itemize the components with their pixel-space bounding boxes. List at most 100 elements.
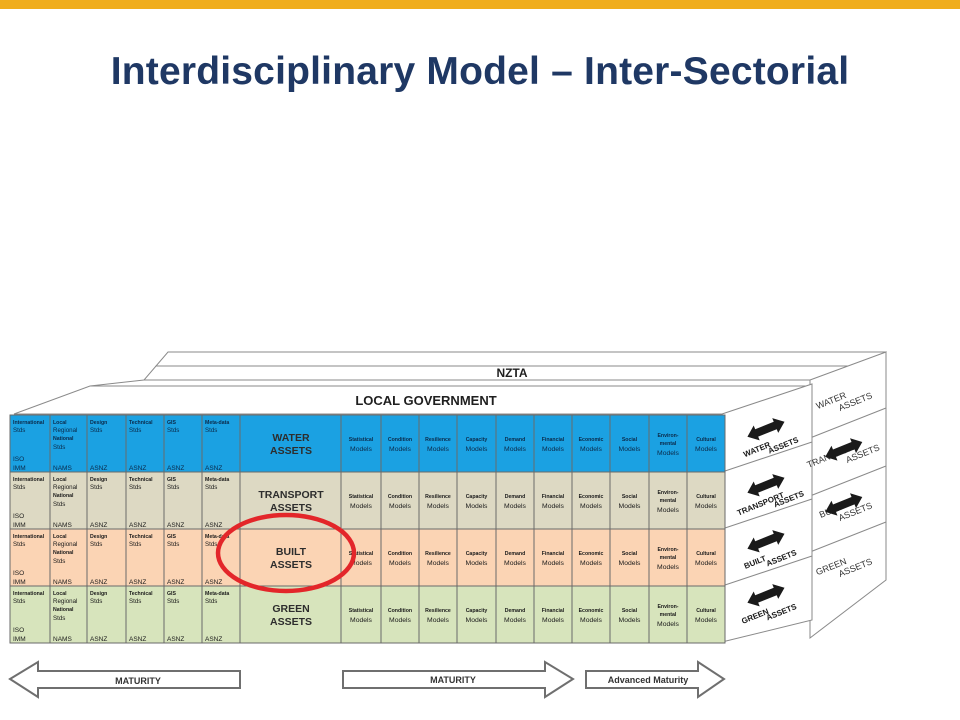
nzta-layer-top (154, 351, 887, 367)
std-head-1: Design (90, 420, 107, 426)
std-head-2: Stds (205, 427, 217, 434)
std-head-1: Technical (129, 591, 153, 597)
model-line-1: Cultural (696, 551, 716, 557)
maturity-arrow-right: Advanced Maturity (585, 660, 726, 699)
std-head-4: Stds (53, 558, 65, 565)
model-line-1: Statistical (349, 608, 374, 614)
std-foot-1: ASNZ (90, 522, 107, 529)
std-foot-1: NAMS (53, 579, 72, 586)
std-head-2: Stds (13, 427, 25, 434)
std-head-3: National (53, 493, 74, 499)
std-foot-2: IMM (13, 522, 26, 529)
double-arrow-icon (747, 530, 785, 553)
model-line-2: Models (542, 503, 565, 510)
model-line-2: Models (350, 446, 373, 453)
model-line-3: Models (657, 507, 680, 514)
model-line-2: Models (619, 503, 642, 510)
model-line-1: Economic (579, 494, 604, 500)
model-line-2: Models (466, 617, 489, 624)
std-head-2: Stds (167, 427, 179, 434)
std-head-2: Regional (53, 484, 77, 491)
std-foot-1: ASNZ (90, 579, 107, 586)
model-line-1: Condition (388, 608, 412, 614)
model-line-2: Models (350, 503, 373, 510)
std-head-3: National (53, 550, 74, 556)
row-transport (9, 471, 726, 530)
model-line-1: Condition (388, 551, 412, 557)
model-line-1: Demand (505, 494, 525, 500)
std-head-2: Stds (167, 598, 179, 605)
model-line-2: Models (427, 617, 450, 624)
maturity-arrow-middle: MATURITY (342, 660, 575, 699)
model-line-2: Models (504, 446, 527, 453)
std-head-1: Technical (129, 534, 153, 540)
std-head-2: Stds (90, 598, 102, 605)
std-head-3: National (53, 607, 74, 613)
std-foot-1: ASNZ (129, 579, 146, 586)
model-line-2: Models (389, 503, 412, 510)
std-head-2: Regional (53, 541, 77, 548)
std-head-1: Technical (129, 477, 153, 483)
row-background (9, 528, 726, 587)
std-foot-2: IMM (13, 465, 26, 472)
nzta-label: NZTA (496, 366, 527, 380)
std-head-2: Stds (13, 541, 25, 548)
std-foot-1: ISO (13, 456, 24, 463)
model-cell (686, 585, 726, 644)
model-line-2: Models (389, 617, 412, 624)
accent-bar (0, 0, 960, 9)
model-line-1: Financial (542, 494, 565, 500)
asset-label-built-2: ASSETS (270, 559, 312, 571)
model-line-2: Models (427, 503, 450, 510)
side-face (721, 383, 813, 643)
model-line-1: Financial (542, 608, 565, 614)
model-line-2: Models (466, 503, 489, 510)
model-line-2: Models (504, 560, 527, 567)
std-foot-1: ISO (13, 627, 24, 634)
model-line-1: Cultural (696, 494, 716, 500)
row-background (9, 414, 726, 473)
model-line-2: mental (660, 441, 677, 447)
model-line-2: Models (466, 560, 489, 567)
model-line-1: Demand (505, 437, 525, 443)
std-foot-1: NAMS (53, 636, 72, 643)
model-line-2: Models (542, 446, 565, 453)
std-head-2: Stds (90, 541, 102, 548)
model-line-2: Models (542, 560, 565, 567)
std-head-2: Stds (205, 598, 217, 605)
local-government-layer-top (89, 379, 871, 387)
front-grid: InternationalStdsISOIMMLocalRegionalNati… (9, 414, 726, 644)
model-line-1: Capacity (466, 437, 488, 443)
model-line-1: Demand (505, 551, 525, 557)
model-line-1: Economic (579, 608, 604, 614)
std-head-1: Local (53, 420, 67, 426)
std-head-3: National (53, 436, 74, 442)
std-head-2: Regional (53, 598, 77, 605)
model-line-1: Cultural (696, 437, 716, 443)
model-line-1: Environ- (657, 433, 678, 439)
model-line-2: Models (695, 446, 718, 453)
model-line-1: Capacity (466, 494, 488, 500)
model-line-2: Models (580, 503, 603, 510)
back-face (809, 351, 887, 640)
std-foot-1: ASNZ (205, 636, 222, 643)
asset-label-green-2: ASSETS (270, 616, 312, 628)
maturity-left-label: MATURITY (115, 676, 161, 686)
maturity-arrow-left: MATURITY (8, 660, 241, 699)
model-line-1: Cultural (696, 608, 716, 614)
double-arrow-icon (747, 584, 785, 607)
model-line-3: Models (657, 621, 680, 628)
model-line-2: Models (580, 560, 603, 567)
model-line-1: Environ- (657, 547, 678, 553)
asset-label-water: WATER (272, 432, 310, 444)
model-line-2: Models (350, 617, 373, 624)
std-head-1: Local (53, 591, 67, 597)
std-head-4: Stds (53, 444, 65, 451)
model-line-1: Resilience (425, 437, 451, 443)
model-line-2: Models (619, 560, 642, 567)
std-head-2: Stds (90, 427, 102, 434)
model-line-2: Models (427, 446, 450, 453)
model-line-1: Capacity (466, 551, 488, 557)
local-government-label: LOCAL GOVERNMENT (355, 393, 496, 408)
